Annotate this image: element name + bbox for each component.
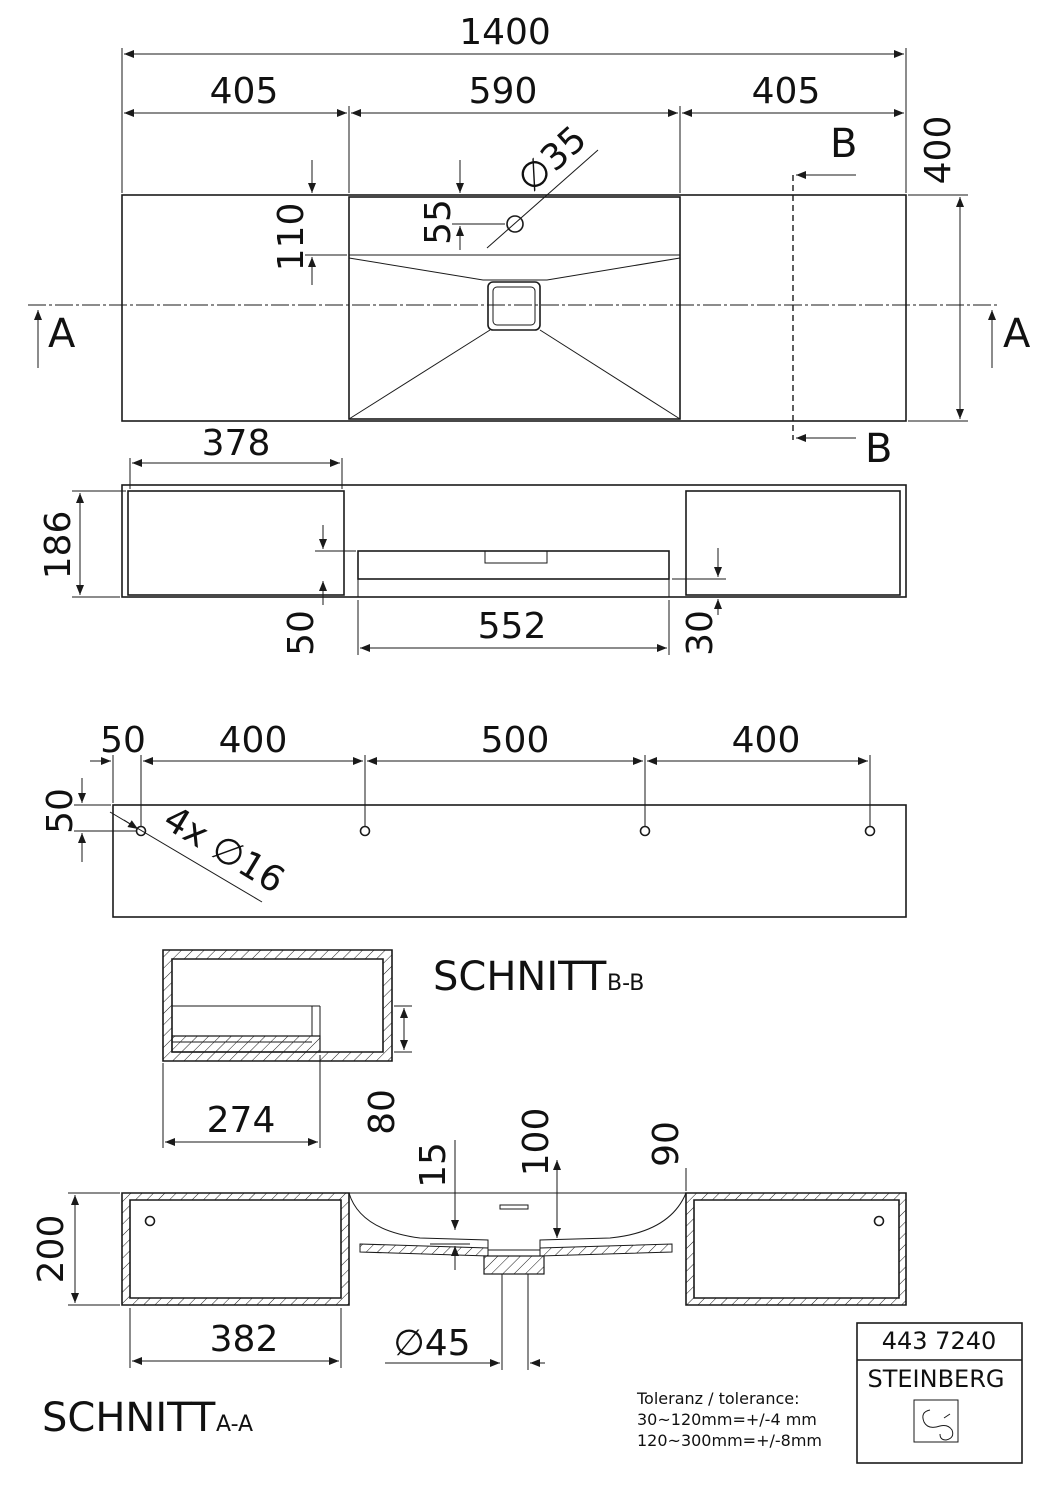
tolerance-notes: Toleranz / tolerance: 30~120mm=+/-4 mm 1…	[636, 1389, 822, 1450]
dim-aa-width: 382	[210, 1319, 279, 1360]
section-b-bottom-label: B	[865, 426, 892, 472]
mount-hole	[135, 825, 147, 837]
section-aa-suffix: A-A	[216, 1412, 253, 1437]
front-view-outline	[121, 484, 907, 598]
dim-aa-90: 90	[646, 1121, 687, 1167]
section-bb-title: SCHNITT	[433, 954, 607, 1000]
tolerance-line-1: 30~120mm=+/-4 mm	[637, 1410, 817, 1429]
front-basin-slot	[357, 550, 670, 580]
section-b-top-label: B	[830, 121, 857, 167]
section-aa: 15 100 90 200 382 ∅45 SCHNITT A-A	[31, 1108, 907, 1441]
steinberg-logo-icon	[913, 1399, 959, 1443]
dim-back-vertical: 50	[40, 788, 81, 834]
dim-depth: 400	[918, 116, 959, 185]
dim-drawer-width: 378	[202, 423, 271, 464]
basin-outline	[348, 196, 681, 420]
dim-right-offset: 30	[680, 610, 721, 656]
drain-square	[487, 281, 541, 331]
top-view: A A B B 1400 405 590 405 400 110	[28, 12, 1031, 472]
section-bb: 80 274 SCHNITT B-B	[162, 949, 644, 1148]
dim-spacing-left: 400	[219, 720, 288, 761]
section-a-right-label: A	[1003, 311, 1031, 357]
dim-holes: 4x ∅16	[156, 798, 291, 902]
section-a-left-label: A	[48, 311, 76, 357]
top-view-outline	[121, 194, 907, 422]
dim-aa-100: 100	[516, 1108, 557, 1177]
dim-spacing-center: 500	[481, 720, 550, 761]
title-block: 443 7240 STEINBERG	[856, 1322, 1023, 1464]
tolerance-line-2: 120~300mm=+/-8mm	[637, 1431, 822, 1450]
section-aa-title: SCHNITT	[42, 1395, 216, 1441]
mount-hole	[864, 825, 876, 837]
dim-front-height: 186	[38, 511, 79, 580]
dim-bb-height: 80	[362, 1089, 403, 1135]
dim-center-width: 590	[469, 71, 538, 112]
front-drawer-right	[685, 490, 901, 596]
section-bb-suffix: B-B	[607, 971, 644, 996]
dim-left-offset: 50	[281, 610, 322, 656]
article-number: 443 7240	[882, 1327, 997, 1355]
back-view: 50 400 500 400 50 4x ∅16	[40, 720, 907, 918]
dim-aa-drain: ∅45	[393, 1323, 470, 1364]
dim-basin-width: 552	[478, 606, 547, 647]
dim-edge: 50	[100, 720, 146, 761]
dim-tap-hole: 55	[418, 199, 459, 245]
front-drawer-left	[127, 490, 345, 596]
dim-bb-width: 274	[207, 1100, 276, 1141]
dim-aa-height: 200	[31, 1215, 72, 1284]
dim-total-width: 1400	[459, 12, 551, 53]
back-view-outline	[112, 804, 907, 918]
brand-name: STEINBERG	[868, 1365, 1005, 1393]
tolerance-header: Toleranz / tolerance:	[636, 1389, 800, 1408]
dim-tap-offset: 110	[271, 203, 312, 272]
mount-hole	[639, 825, 651, 837]
front-view: 378 186 552 50 30	[38, 423, 907, 656]
mount-hole	[359, 825, 371, 837]
dim-spacing-right: 400	[732, 720, 801, 761]
dim-tap-diameter: ∅35	[510, 118, 595, 200]
tap-hole	[506, 215, 524, 233]
dim-aa-15: 15	[413, 1142, 454, 1188]
dim-left-width: 405	[210, 71, 279, 112]
dim-right-width: 405	[752, 71, 821, 112]
